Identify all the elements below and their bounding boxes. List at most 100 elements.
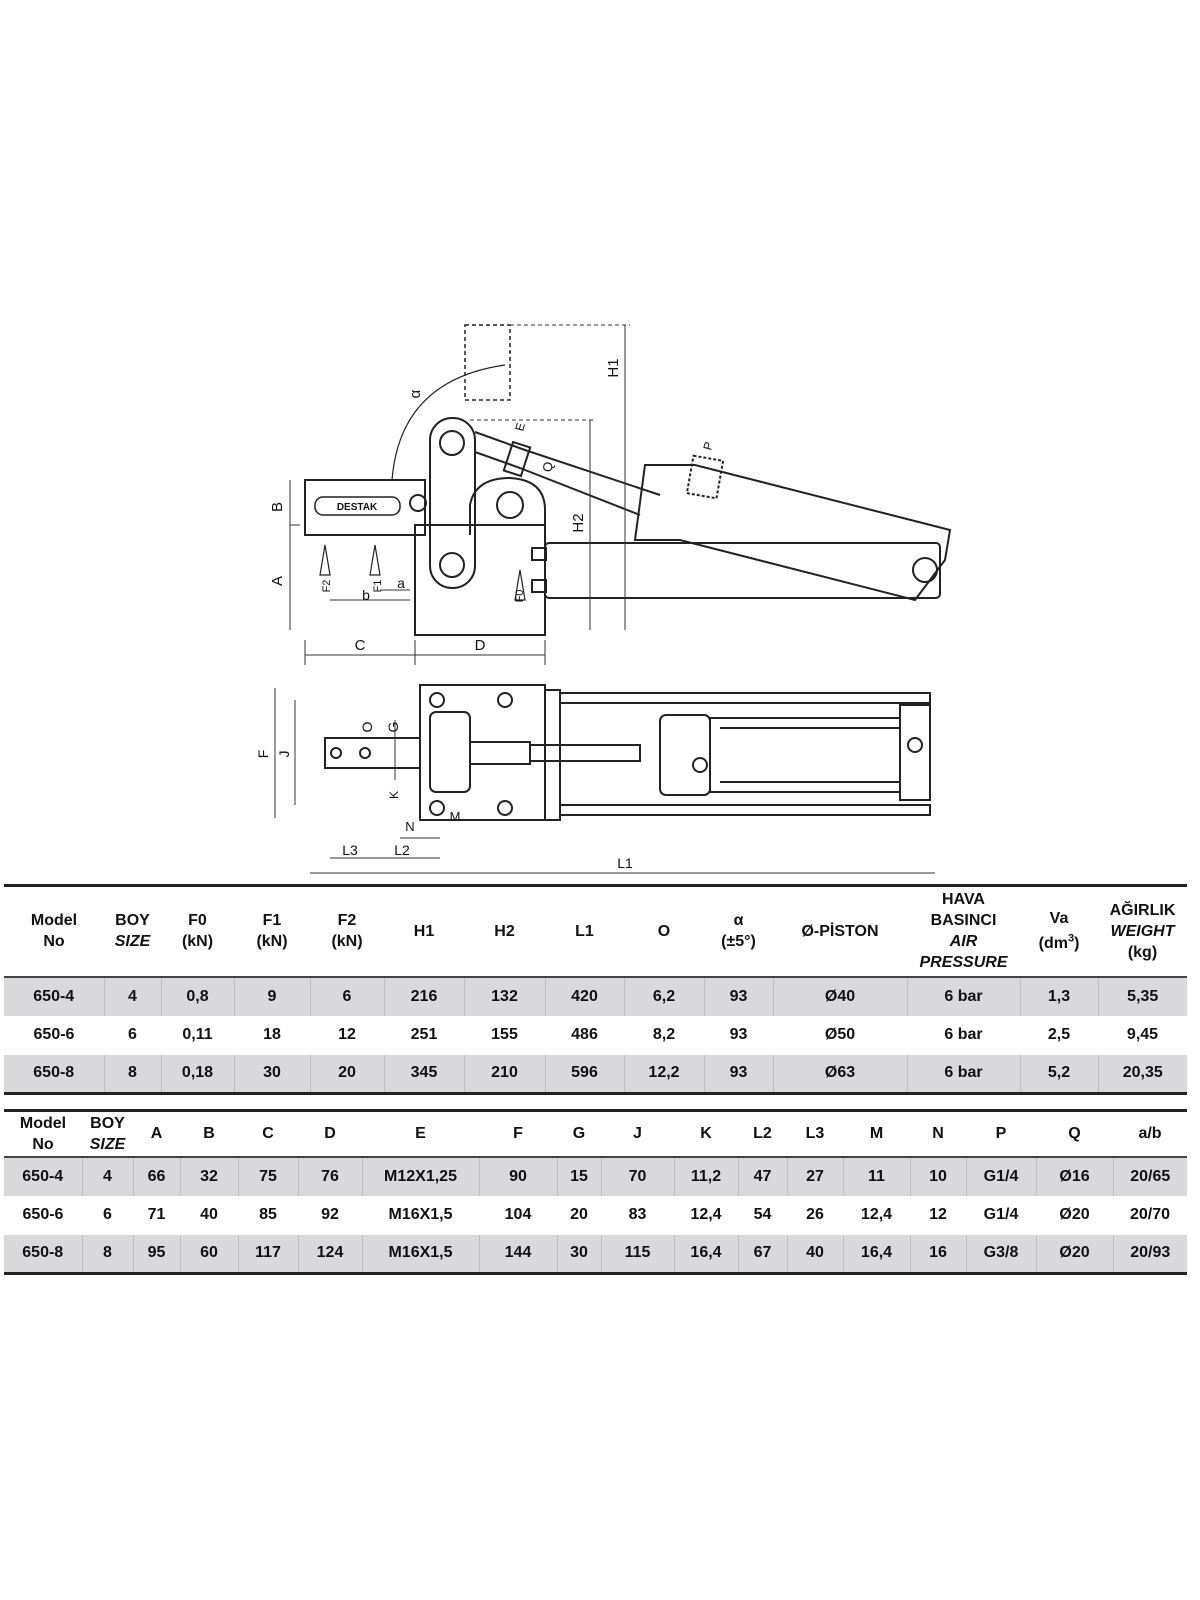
table-cell: G3/8 xyxy=(966,1234,1037,1274)
table-cell: 124 xyxy=(298,1234,363,1274)
table-cell: 5,35 xyxy=(1098,976,1187,1016)
header-text: Model xyxy=(30,912,78,930)
column-header: L3 xyxy=(787,1110,843,1158)
table-cell: 155 xyxy=(491,1026,518,1043)
table-cell: 85 xyxy=(259,1206,277,1223)
table-cell: 12,4 xyxy=(690,1206,722,1223)
header-text: Q xyxy=(1068,1125,1081,1143)
table-cell: 6 xyxy=(103,1206,112,1223)
column-header: K xyxy=(674,1110,738,1158)
header-text: D xyxy=(324,1125,336,1143)
header-text: (±5°) xyxy=(721,933,756,951)
label-H1: H1 xyxy=(605,358,622,377)
label-alpha: α xyxy=(407,389,424,398)
table-cell: 12,4 xyxy=(860,1206,893,1223)
table-cell: 76 xyxy=(298,1156,363,1196)
table-cell: 4 xyxy=(104,976,162,1016)
table-cell: 144 xyxy=(479,1234,558,1274)
column-header: M xyxy=(843,1110,910,1158)
header-text: No xyxy=(43,933,65,951)
header-text: F0 xyxy=(188,912,207,930)
table-cell: 216 xyxy=(384,976,465,1016)
table-cell: Ø63 xyxy=(773,1054,908,1094)
table-cell: 345 xyxy=(384,1054,465,1094)
table-cell: 16 xyxy=(910,1234,967,1274)
table-cell: Ø20 xyxy=(1036,1234,1114,1274)
header-text: (kg) xyxy=(1127,943,1158,961)
table-cell: 0,11 xyxy=(182,1026,213,1043)
column-header: N xyxy=(910,1110,966,1158)
label-b: b xyxy=(362,587,370,603)
table-cell: 210 xyxy=(464,1054,546,1094)
table-cell: 9,45 xyxy=(1126,1026,1159,1043)
header-text: BOY xyxy=(115,912,150,930)
header-text: O xyxy=(657,922,671,940)
table-cell: 650-8 xyxy=(4,1234,83,1274)
column-header: J xyxy=(601,1110,674,1158)
header-text: Ø-PİSTON xyxy=(801,922,879,940)
table-cell: 70 xyxy=(601,1156,675,1196)
table-cell: 6 bar xyxy=(944,1026,983,1043)
header-text: G xyxy=(572,1125,586,1143)
table-cell: 20/70 xyxy=(1129,1206,1171,1223)
column-header: G xyxy=(557,1110,601,1158)
label-D: D xyxy=(475,637,486,654)
table-cell: 93 xyxy=(704,976,774,1016)
table-cell: G1/4 xyxy=(966,1156,1037,1196)
column-header: L1 xyxy=(545,885,624,978)
column-header: α(±5°) xyxy=(704,885,773,978)
table-cell: 12 xyxy=(929,1206,947,1223)
label-F: F xyxy=(255,750,271,759)
table-cell: 650-6 xyxy=(22,1206,64,1223)
table-cell: Ø16 xyxy=(1036,1156,1114,1196)
header-text: K xyxy=(700,1125,712,1143)
header-text: Va xyxy=(1049,910,1069,928)
table-cell: 75 xyxy=(238,1156,299,1196)
header-text: BASINCI xyxy=(930,912,997,930)
table-cell: 11 xyxy=(843,1156,911,1196)
column-header: H1 xyxy=(384,885,464,978)
label-K: K xyxy=(387,791,401,799)
table-cell: 650-8 xyxy=(4,1054,105,1094)
header-text: C xyxy=(262,1125,274,1143)
table-cell: 90 xyxy=(479,1156,558,1196)
label-P: P xyxy=(700,440,716,451)
table-cell: M12X1,25 xyxy=(362,1156,480,1196)
table-cell: 486 xyxy=(571,1026,598,1043)
table-cell: 83 xyxy=(628,1206,647,1223)
column-header: L2 xyxy=(738,1110,787,1158)
table-cell: 20 xyxy=(310,1054,385,1094)
header-text: L3 xyxy=(805,1125,825,1143)
header-text: No xyxy=(32,1135,54,1153)
header-text: HAVA xyxy=(942,891,985,909)
table-cell: M16X1,5 xyxy=(362,1234,480,1274)
header-text: M xyxy=(869,1125,884,1143)
table-cell: M16X1,5 xyxy=(388,1206,453,1223)
table-cell: 66 xyxy=(133,1156,181,1196)
table-cell: 650-6 xyxy=(33,1026,75,1043)
table-cell: 10 xyxy=(910,1156,967,1196)
header-text: (kN) xyxy=(256,933,288,951)
table-cell: 15 xyxy=(557,1156,602,1196)
table-cell: 16,4 xyxy=(674,1234,739,1274)
header-text: Model xyxy=(19,1114,67,1132)
header-text: L2 xyxy=(753,1125,772,1143)
table-cell: 6 xyxy=(128,1026,137,1043)
table-cell: Ø50 xyxy=(824,1026,856,1043)
table-cell: 596 xyxy=(545,1054,625,1094)
table-cell: Ø20 xyxy=(1059,1206,1090,1223)
frame-bar xyxy=(544,542,941,599)
table-cell: 115 xyxy=(601,1234,675,1274)
link-plate xyxy=(429,417,476,589)
table-cell: 6 bar xyxy=(907,1054,1021,1094)
